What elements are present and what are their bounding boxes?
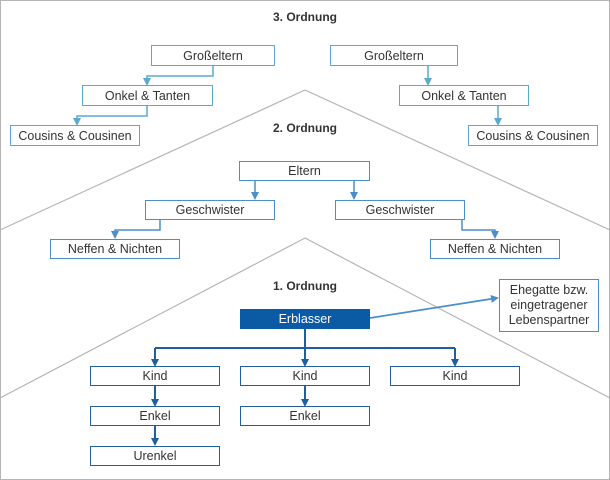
- heading-first-order: 1. Ordnung: [273, 279, 337, 293]
- box-uncles-left: Onkel & Tanten: [82, 85, 213, 106]
- spouse-line-1: Ehegatte bzw.: [509, 283, 589, 297]
- heading-second-order: 2. Ordnung: [273, 121, 337, 135]
- box-child-1: Kind: [90, 366, 220, 386]
- divider-third-second: [0, 89, 610, 231]
- box-grandchild-1: Enkel: [90, 406, 220, 426]
- box-uncles-right: Onkel & Tanten: [399, 85, 529, 106]
- connector-grandparents-left-to-uncles: [143, 66, 214, 86]
- box-spouse: Ehegatte bzw. eingetragener Lebenspartne…: [499, 279, 599, 332]
- heading-third-order: 3. Ordnung: [273, 10, 337, 24]
- box-nephews-right: Neffen & Nichten: [430, 239, 560, 259]
- box-deceased: Erblasser: [240, 309, 370, 329]
- connector-deceased-to-spouse: [369, 294, 499, 319]
- box-nephews-left: Neffen & Nichten: [50, 239, 180, 259]
- box-grandparents-left: Großeltern: [151, 45, 275, 66]
- box-parents: Eltern: [239, 161, 370, 181]
- box-child-3: Kind: [390, 366, 520, 386]
- box-great-grandchild: Urenkel: [90, 446, 220, 466]
- connector-uncles-left-to-cousins: [73, 106, 148, 126]
- divider-second-first: [0, 237, 610, 399]
- box-siblings-right: Geschwister: [335, 200, 465, 220]
- box-cousins-right: Cousins & Cousinen: [468, 125, 598, 146]
- connector-siblings-left-to-nephews: [111, 220, 161, 239]
- box-siblings-left: Geschwister: [145, 200, 275, 220]
- box-cousins-left: Cousins & Cousinen: [10, 125, 140, 146]
- box-grandchild-2: Enkel: [240, 406, 370, 426]
- spouse-line-3: Lebenspartner: [508, 313, 590, 327]
- box-child-2: Kind: [240, 366, 370, 386]
- spouse-line-2: eingetragener: [510, 298, 588, 312]
- box-grandparents-right: Großeltern: [330, 45, 458, 66]
- connector-siblings-right-to-nephews: [461, 220, 499, 239]
